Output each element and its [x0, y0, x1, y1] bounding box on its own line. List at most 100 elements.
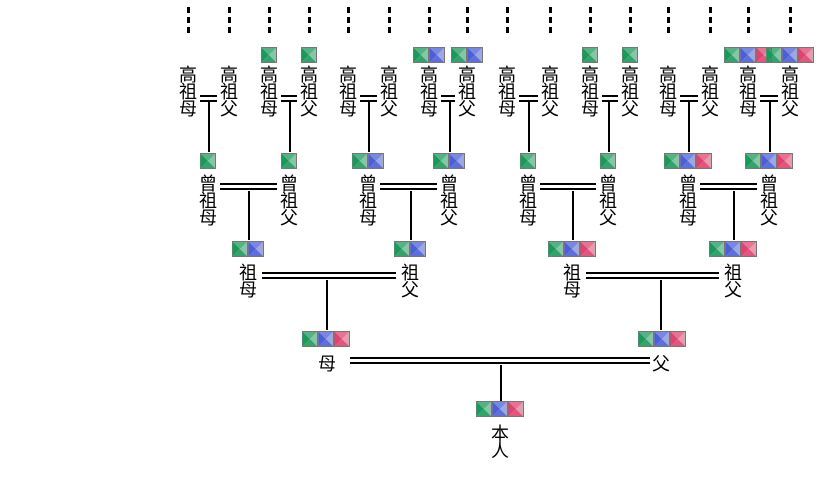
- gp-marker: [232, 241, 264, 257]
- gggp-marriage-line: [360, 95, 377, 97]
- ellipsis-more-generations: [227, 7, 232, 37]
- gp-marriage-line: [586, 272, 719, 274]
- great-great-grandmother-label: 高 祖 母: [260, 65, 278, 120]
- ggp-marriage-line: [220, 183, 277, 185]
- green-marker-tile: [433, 153, 449, 169]
- green-marker-tile: [301, 47, 317, 63]
- gp-descent-line: [326, 280, 328, 330]
- green-marker-tile: [709, 241, 725, 257]
- gp-marriage-line: [262, 277, 396, 279]
- gggp-descent-line: [528, 100, 530, 152]
- gggp-marker: [766, 47, 814, 63]
- gp-descent-line: [660, 280, 662, 330]
- great-great-grandmother-label: 高 祖 母: [339, 65, 357, 120]
- gp-marriage-line: [262, 272, 396, 274]
- blue-marker-tile: [725, 241, 741, 257]
- green-marker-tile: [600, 153, 616, 169]
- green-marker-tile: [582, 47, 598, 63]
- gggp-descent-line: [769, 100, 771, 152]
- parents-marriage-line: [350, 357, 650, 359]
- ellipsis-more-generations: [708, 7, 713, 37]
- great-great-grandfather-label: 高 祖 父: [220, 65, 238, 120]
- blue-marker-tile: [467, 47, 483, 63]
- ggp-marriage-line: [700, 188, 757, 190]
- grandmother-label: 祖 母: [239, 263, 257, 301]
- great-great-grandfather-label: 高 祖 父: [300, 65, 318, 120]
- pink-marker-tile: [696, 153, 712, 169]
- gggp-descent-line: [688, 100, 690, 152]
- gggp-marriage-line: [441, 95, 455, 97]
- great-great-grandmother-label: 高 祖 母: [739, 65, 757, 120]
- great-grandfather-label: 曾 祖 父: [599, 174, 617, 229]
- pink-marker-tile: [580, 241, 596, 257]
- ggp-marriage-line: [540, 183, 596, 185]
- gggp-descent-line: [608, 100, 610, 152]
- gggp-marker: [413, 47, 445, 63]
- ellipsis-more-generations: [267, 7, 272, 37]
- green-marker-tile: [622, 47, 638, 63]
- ggp-descent-line: [410, 191, 412, 240]
- ggp-descent-line: [248, 191, 250, 240]
- great-grandfather-label: 曾 祖 父: [280, 174, 298, 229]
- ellipsis-more-generations: [746, 7, 751, 37]
- gggp-marker: [261, 47, 277, 63]
- pink-marker-tile: [741, 241, 757, 257]
- green-marker-tile: [352, 153, 368, 169]
- blue-marker-tile: [654, 331, 670, 347]
- green-marker-tile: [394, 241, 410, 257]
- ggp-marriage-line: [220, 188, 277, 190]
- great-grandmother-label: 曾 祖 母: [679, 174, 697, 229]
- green-marker-tile: [281, 153, 297, 169]
- great-great-grandmother-label: 高 祖 母: [581, 65, 599, 120]
- ellipsis-more-generations: [788, 7, 793, 37]
- gggp-marker: [582, 47, 598, 63]
- gggp-marriage-line: [200, 95, 217, 97]
- ggp-marker: [200, 153, 216, 169]
- ellipsis-more-generations: [186, 7, 191, 37]
- blue-marker-tile: [740, 47, 756, 63]
- ellipsis-more-generations: [666, 7, 671, 37]
- great-grandmother-label: 曾 祖 母: [359, 174, 377, 229]
- gp-marker: [394, 241, 426, 257]
- gggp-marker: [301, 47, 317, 63]
- green-marker-tile: [451, 47, 467, 63]
- pink-marker-tile: [777, 153, 793, 169]
- gggp-descent-line: [449, 100, 451, 152]
- blue-marker-tile: [248, 241, 264, 257]
- green-marker-tile: [638, 331, 654, 347]
- gggp-marriage-line: [441, 100, 455, 102]
- gggp-descent-line: [289, 100, 291, 152]
- ggp-marriage-line: [700, 183, 757, 185]
- pink-marker-tile: [508, 401, 524, 417]
- mother-label: 母: [318, 354, 336, 375]
- ellipsis-more-generations: [628, 7, 633, 37]
- mother-marker: [302, 331, 350, 347]
- pink-marker-tile: [334, 331, 350, 347]
- ggp-marker: [281, 153, 297, 169]
- green-marker-tile: [664, 153, 680, 169]
- green-marker-tile: [200, 153, 216, 169]
- great-great-grandmother-label: 高 祖 母: [659, 65, 677, 120]
- ggp-marriage-line: [540, 188, 596, 190]
- self-marker: [476, 401, 524, 417]
- green-marker-tile: [520, 153, 536, 169]
- ellipsis-more-generations: [588, 7, 593, 37]
- blue-marker-tile: [318, 331, 334, 347]
- ggp-marker: [520, 153, 536, 169]
- blue-marker-tile: [449, 153, 465, 169]
- gggp-marriage-line: [760, 95, 778, 97]
- gggp-marker: [724, 47, 772, 63]
- great-great-grandfather-label: 高 祖 父: [541, 65, 559, 120]
- self-label: 本 人: [491, 424, 509, 462]
- father-marker: [638, 331, 686, 347]
- grandfather-label: 祖 父: [401, 263, 419, 301]
- ellipsis-more-generations: [465, 7, 470, 37]
- ellipsis-more-generations: [307, 7, 312, 37]
- parents-descent-line: [500, 365, 502, 401]
- ggp-marriage-line: [380, 188, 437, 190]
- gggp-marriage-line: [281, 95, 297, 97]
- blue-marker-tile: [410, 241, 426, 257]
- pink-marker-tile: [798, 47, 814, 63]
- ellipsis-more-generations: [427, 7, 432, 37]
